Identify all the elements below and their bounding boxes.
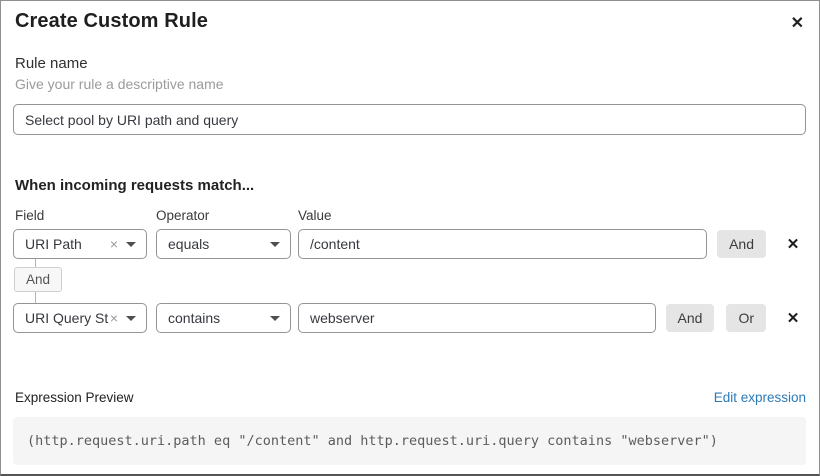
field-select[interactable]: URI Path × <box>13 229 147 259</box>
condition-connector: And <box>13 259 806 303</box>
add-and-condition-button[interactable]: And <box>717 230 766 258</box>
condition-row: URI Query St... × contains And Or ✕ <box>13 303 806 333</box>
row-logic-buttons: And Or <box>665 304 766 332</box>
match-heading: When incoming requests match... <box>15 177 255 194</box>
expression-preview-header: Expression Preview Edit expression <box>13 390 806 405</box>
connector-line <box>35 292 36 303</box>
operator-select-value: equals <box>168 236 210 252</box>
rule-name-input[interactable] <box>13 104 806 135</box>
clear-field-icon[interactable]: × <box>109 310 118 326</box>
rule-name-hint: Give your rule a descriptive name <box>15 76 224 92</box>
expression-preview-label: Expression Preview <box>15 390 134 405</box>
field-select-value: URI Path <box>25 236 82 252</box>
condition-row: URI Path × equals And ✕ <box>13 229 806 259</box>
chevron-down-icon <box>270 241 280 247</box>
dialog-title: Create Custom Rule <box>15 10 208 32</box>
field-select[interactable]: URI Query St... × <box>13 303 147 333</box>
expression-code-block: (http.request.uri.path eq "/content" and… <box>13 417 806 465</box>
field-column-label: Field <box>15 208 45 223</box>
add-or-condition-button[interactable]: Or <box>726 304 766 332</box>
chevron-down-icon <box>126 241 136 247</box>
operator-select-value: contains <box>168 310 221 326</box>
chevron-down-icon <box>126 315 136 321</box>
expression-code: (http.request.uri.path eq "/content" and… <box>27 433 718 449</box>
rule-name-label: Rule name <box>15 55 88 72</box>
dialog-header: Create Custom Rule ✕ <box>13 1 806 36</box>
and-connector-badge: And <box>14 267 63 292</box>
operator-select[interactable]: equals <box>156 229 291 259</box>
delete-condition-icon[interactable]: ✕ <box>780 235 806 253</box>
operator-select[interactable]: contains <box>156 303 291 333</box>
value-input[interactable] <box>298 229 708 259</box>
field-select-value: URI Query St... <box>25 310 109 326</box>
close-icon[interactable]: ✕ <box>789 12 806 36</box>
builder-column-labels: Field Operator Value <box>13 208 806 223</box>
edit-expression-link[interactable]: Edit expression <box>713 390 806 405</box>
connector-line <box>35 259 36 267</box>
add-and-condition-button[interactable]: And <box>665 304 715 332</box>
delete-condition-icon[interactable]: ✕ <box>780 309 806 327</box>
value-input[interactable] <box>298 303 656 333</box>
value-column-label: Value <box>298 208 332 223</box>
row-logic-buttons: And <box>717 230 766 258</box>
operator-column-label: Operator <box>156 208 210 223</box>
chevron-down-icon <box>270 315 280 321</box>
clear-field-icon[interactable]: × <box>109 236 118 252</box>
